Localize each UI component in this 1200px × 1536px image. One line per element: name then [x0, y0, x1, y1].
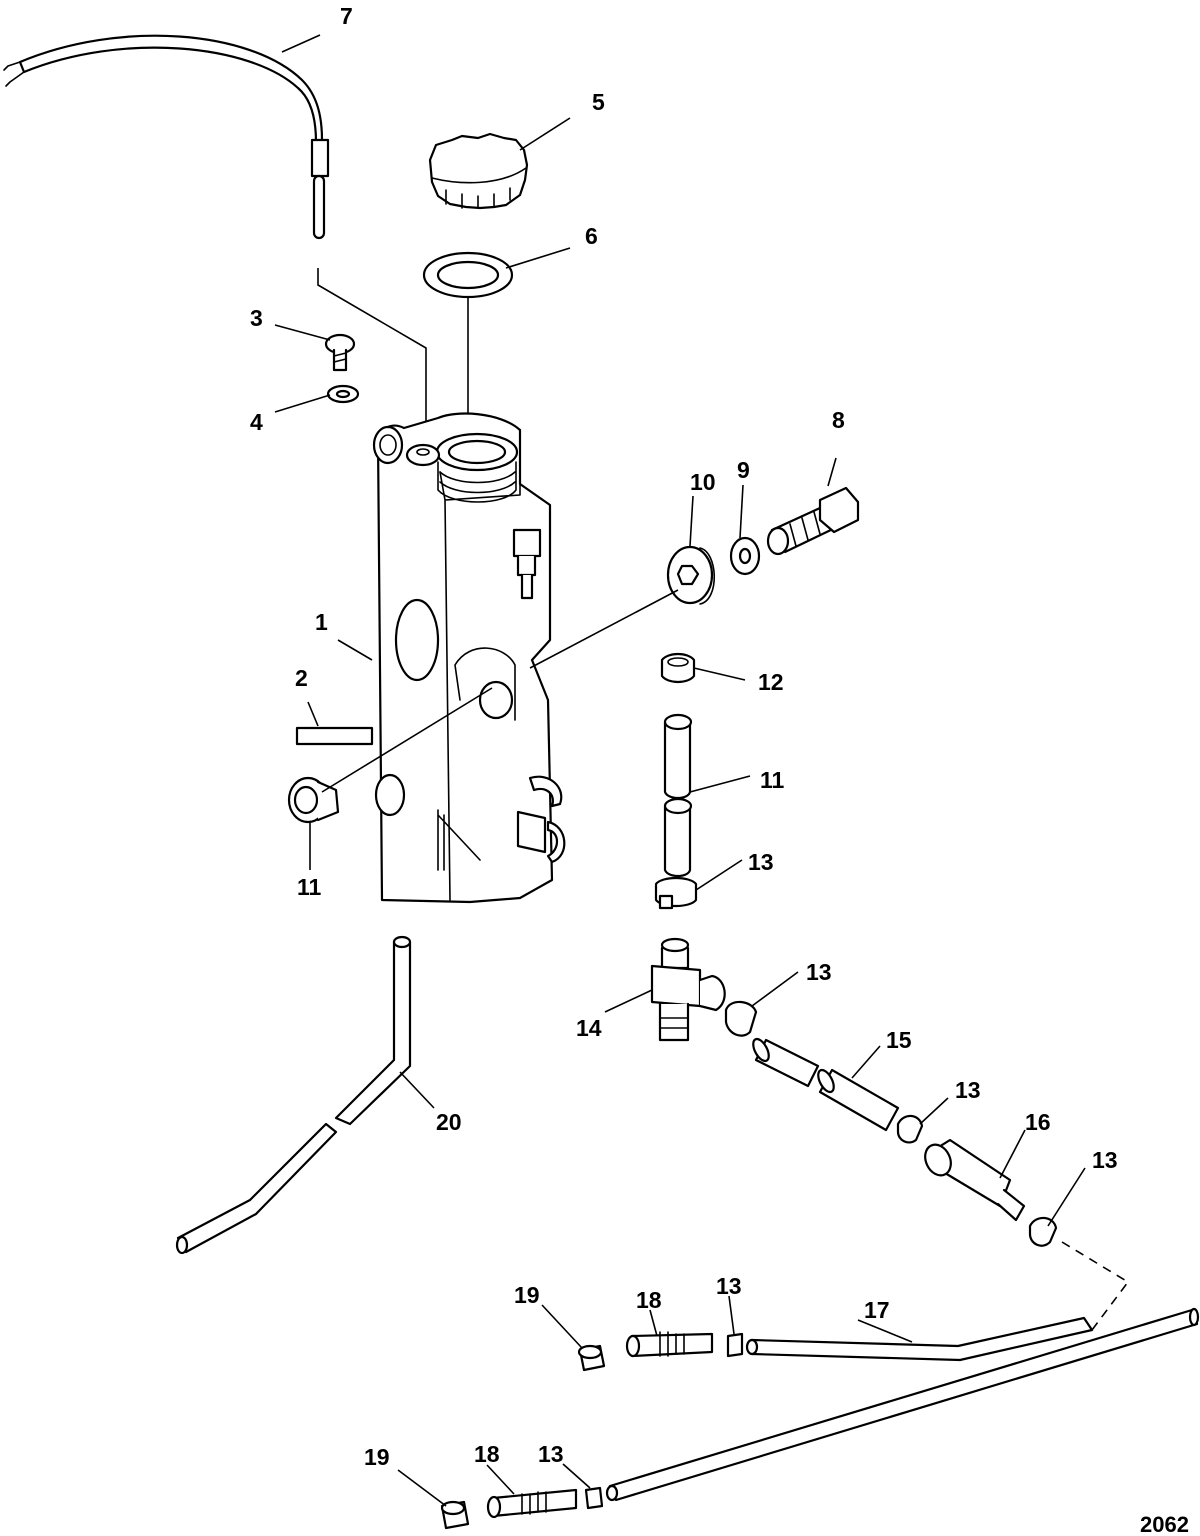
bushing-axis-line	[321, 589, 679, 793]
grommet-part	[287, 776, 340, 824]
filter-to-hose-dash	[1061, 1241, 1130, 1331]
callout-13a: 12	[758, 669, 784, 695]
callout-6: 6	[585, 223, 598, 249]
callout-14: 14	[576, 1015, 602, 1041]
hose-15-part	[752, 1037, 900, 1132]
washer-part	[326, 384, 360, 404]
washer-9-part	[729, 536, 761, 576]
hose-clip-lower	[654, 876, 698, 910]
callout-labels: 7 5 6 3 4 8 10 9 1 2 12 11 13 11 13 14 1…	[250, 3, 1118, 1470]
callout-13g: 13	[538, 1441, 564, 1467]
callout-7: 7	[340, 3, 353, 29]
sensor-wire-part	[3, 34, 330, 240]
callout-4: 4	[250, 409, 263, 435]
callout-20: 20	[436, 1109, 462, 1135]
wire-guide-line	[317, 268, 427, 450]
callout-18a: 18	[636, 1287, 662, 1313]
callout-13f: 13	[716, 1273, 742, 1299]
callout-12: 11	[760, 767, 785, 793]
tee-fitting-part	[650, 937, 726, 1042]
decal-part	[295, 726, 374, 746]
callout-13c: 13	[806, 959, 832, 985]
filler-cap-part	[428, 132, 529, 210]
callout-5: 5	[592, 89, 605, 115]
connector-upper-part	[625, 1331, 714, 1358]
bushing-part	[666, 545, 716, 605]
vent-hose-part	[175, 935, 412, 1255]
oil-tank-part	[372, 412, 566, 904]
callout-19a: 19	[514, 1282, 540, 1308]
leader-lines	[274, 34, 1086, 1507]
hose-clip-upper	[660, 652, 696, 684]
callout-3: 3	[250, 305, 263, 331]
callout-11: 11	[297, 874, 322, 900]
gasket-part	[422, 251, 514, 299]
connector-lower-part	[486, 1488, 578, 1519]
callout-13e: 13	[1092, 1147, 1118, 1173]
callout-15: 15	[886, 1027, 912, 1053]
callout-17: 17	[864, 1297, 890, 1323]
hose-12-part	[663, 713, 693, 878]
callout-8: 8	[832, 407, 845, 433]
screw-part	[324, 333, 356, 372]
y-hose-part	[605, 1307, 1200, 1502]
callout-19b: 19	[364, 1444, 390, 1470]
callout-10: 10	[690, 469, 716, 495]
hose-clip-filter-left	[896, 1114, 924, 1144]
bolt-part	[766, 486, 860, 556]
clip-upper-part	[726, 1332, 744, 1358]
callout-2: 2	[295, 665, 308, 691]
callout-16: 16	[1025, 1109, 1051, 1135]
figure-number: 2062	[1140, 1512, 1189, 1536]
callout-9: 9	[737, 457, 750, 483]
callout-1: 1	[315, 609, 328, 635]
inline-filter-part	[924, 1138, 1026, 1222]
hose-clip-filter-right	[1028, 1216, 1058, 1247]
callout-13d: 13	[955, 1077, 981, 1103]
hose-clip-tee-right	[724, 1000, 758, 1037]
cap-upper-part	[577, 1344, 606, 1372]
cap-lower-part	[440, 1500, 470, 1530]
callout-18b: 18	[474, 1441, 500, 1467]
clip-lower-part	[584, 1486, 604, 1510]
callout-13b: 13	[748, 849, 774, 875]
